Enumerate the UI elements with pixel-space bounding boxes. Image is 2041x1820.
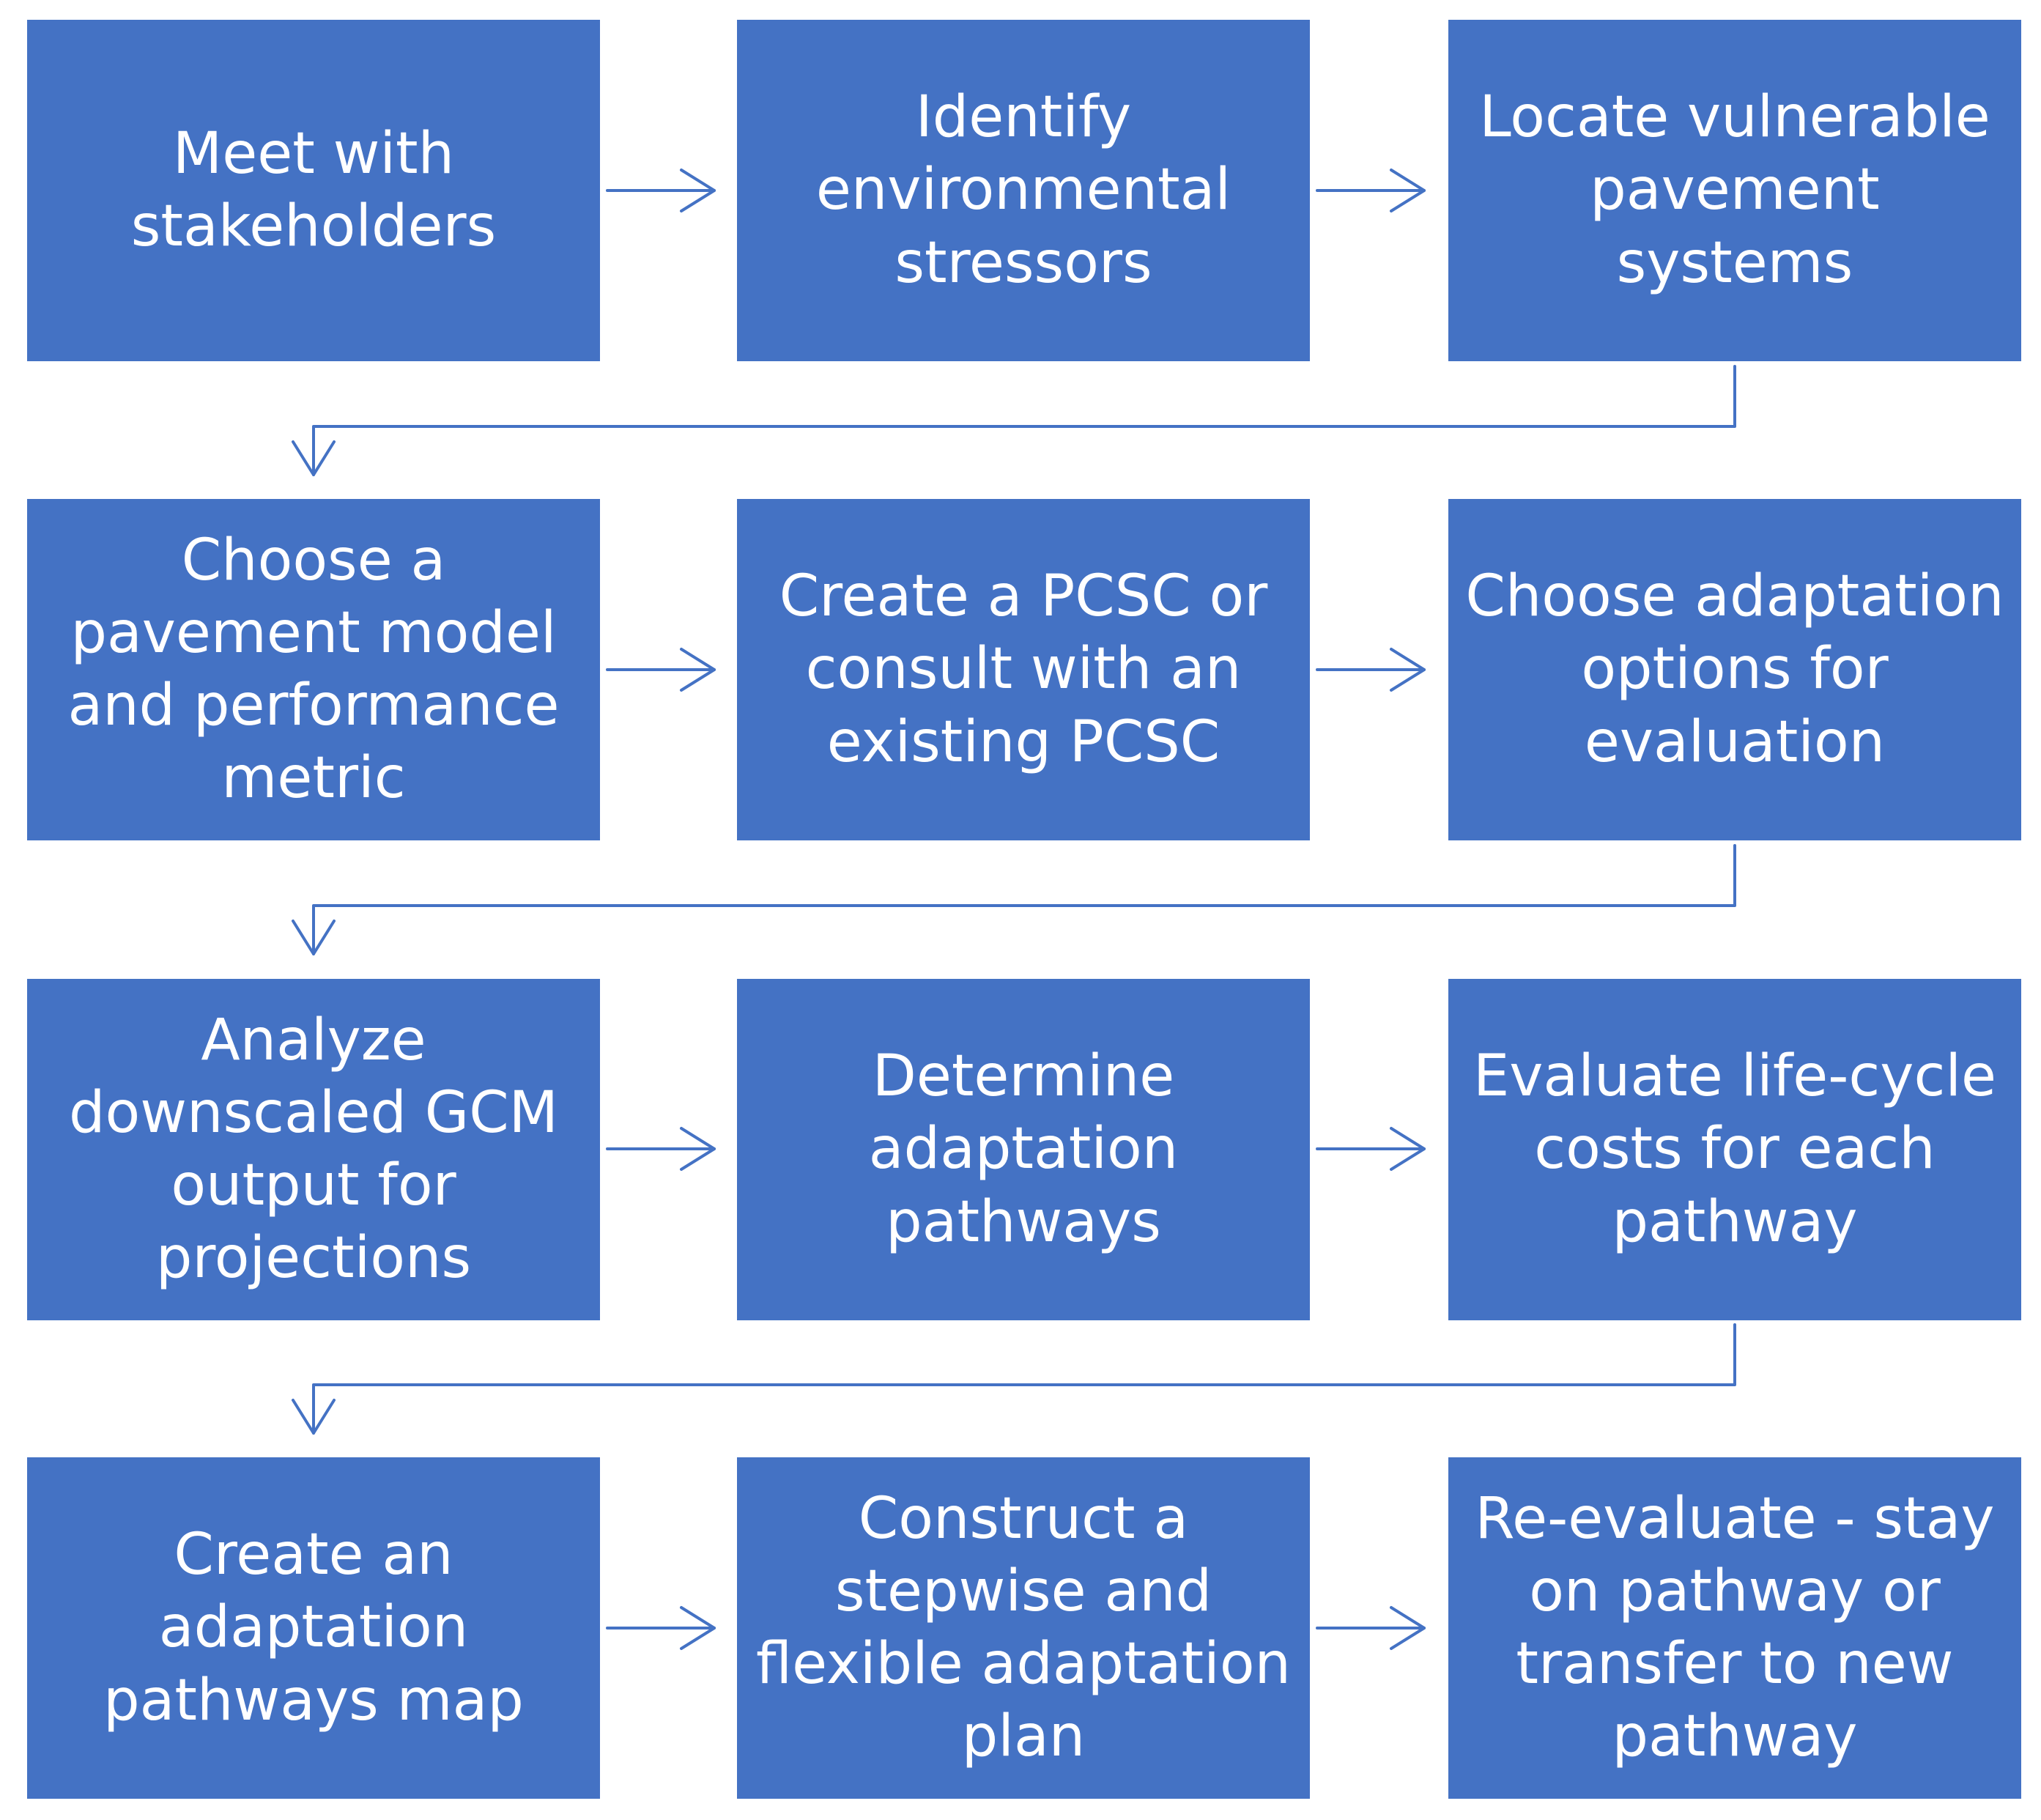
step-locate-vulnerable-systems: Locate vulnerable pavement systems [1448, 20, 2021, 361]
step-create-pcsc: Create a PCSC or consult with an existin… [737, 499, 1310, 840]
arrow-3-to-4 [292, 365, 1736, 476]
step-re-evaluate: Re-evaluate - stay on pathway or transfe… [1448, 1457, 2021, 1799]
arrow-9-to-10 [292, 1323, 1736, 1435]
step-create-pathways-map: Create an adaptation pathways map [27, 1457, 600, 1799]
step-evaluate-life-cycle-costs: Evaluate life-cycle costs for each pathw… [1448, 979, 2021, 1320]
arrow-6-to-7 [292, 844, 1736, 955]
arrow-4-to-5 [606, 648, 716, 692]
step-label: Choose a pavement model and performance … [67, 527, 560, 812]
arrow-2-to-3 [1316, 169, 1426, 212]
step-choose-pavement-model: Choose a pavement model and performance … [27, 499, 600, 840]
arrow-10-to-11 [606, 1606, 716, 1650]
step-choose-adaptation-options: Choose adaptation options for evaluation [1448, 499, 2021, 840]
step-label: Create a PCSC or consult with an existin… [779, 563, 1268, 775]
arrow-11-to-12 [1316, 1606, 1426, 1650]
step-label: Create an adaptation pathways map [103, 1522, 524, 1734]
step-label: Re-evaluate - stay on pathway or transfe… [1475, 1485, 1995, 1770]
step-label: Locate vulnerable pavement systems [1479, 84, 1990, 296]
step-label: Evaluate life-cycle costs for each pathw… [1473, 1043, 1997, 1255]
step-determine-pathways: Determine adaptation pathways [737, 979, 1310, 1320]
arrow-1-to-2 [606, 169, 716, 212]
step-label: Determine adaptation pathways [868, 1043, 1179, 1255]
step-analyze-gcm-output: Analyze downscaled GCM output for projec… [27, 979, 600, 1320]
step-label: Identify environmental stressors [815, 84, 1231, 296]
arrow-8-to-9 [1316, 1127, 1426, 1171]
step-identify-stressors: Identify environmental stressors [737, 20, 1310, 361]
step-label: Meet with stakeholders [130, 120, 497, 259]
arrow-7-to-8 [606, 1127, 716, 1171]
step-meet-stakeholders: Meet with stakeholders [27, 20, 600, 361]
step-label: Analyze downscaled GCM output for projec… [69, 1007, 558, 1292]
step-construct-adaptation-plan: Construct a stepwise and flexible adapta… [737, 1457, 1310, 1799]
step-label: Construct a stepwise and flexible adapta… [756, 1485, 1291, 1770]
step-label: Choose adaptation options for evaluation [1465, 563, 2004, 775]
arrow-5-to-6 [1316, 648, 1426, 692]
